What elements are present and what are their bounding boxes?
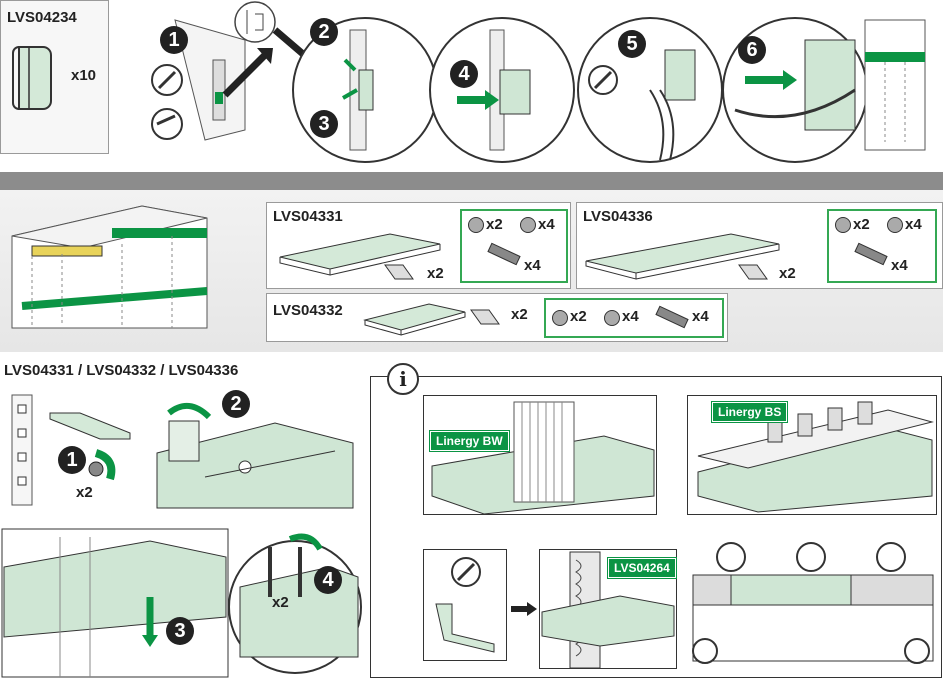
accessory-ref: LVS04331 xyxy=(273,208,343,225)
step-badge: 1 xyxy=(160,26,188,54)
accessory-ref: LVS04332 xyxy=(273,302,343,319)
bracket-qty: x2 xyxy=(779,265,796,282)
clip-icon xyxy=(12,46,52,110)
linergy-bw-detail: Linergy BW xyxy=(423,395,657,515)
part-ref: LVS04234 xyxy=(7,9,77,26)
screw-icon xyxy=(835,217,851,233)
install-step-3-4 xyxy=(0,527,362,680)
shelf-plate-icon xyxy=(279,233,441,276)
part-qty: x10 xyxy=(71,67,97,84)
info-icon: i xyxy=(387,363,419,395)
lvs04264-detail: LVS04264 xyxy=(539,549,677,669)
accessory-card-lvs04336: LVS04336 x2 x2 x4 x4 xyxy=(576,202,943,289)
busbar-bw-illustration xyxy=(431,401,655,515)
busbar-overview xyxy=(691,542,935,665)
step-badge: 2 xyxy=(310,18,338,46)
hardware-box: x2 x4 x4 xyxy=(827,209,937,283)
bolt-icon xyxy=(854,242,888,266)
section-divider xyxy=(0,172,943,190)
shelf-fixing-illustration xyxy=(1,528,362,678)
linergy-bs-detail: Linergy BS xyxy=(687,395,937,515)
arrow-right-icon xyxy=(511,602,537,616)
hw-qty: x4 xyxy=(538,216,555,233)
hw-qty: x2 xyxy=(570,308,587,325)
bracket-icon xyxy=(384,264,414,280)
step-badge: 4 xyxy=(314,566,342,594)
bracket-mount-illustration xyxy=(11,394,131,506)
busbar-bs-illustration xyxy=(697,401,934,513)
plate-tab-fold-illustration xyxy=(156,403,354,509)
bracket-qty: x2 xyxy=(511,306,528,323)
step-badge: 6 xyxy=(738,36,766,64)
linergy-bw-label: Linergy BW xyxy=(429,430,510,452)
lvs04264-label: LVS04264 xyxy=(607,557,677,579)
hw-qty: x4 xyxy=(622,308,639,325)
bolt-icon xyxy=(655,305,689,329)
step-badge: 3 xyxy=(166,617,194,645)
screw-qty: x2 xyxy=(76,484,93,501)
bracket-qty: x2 xyxy=(427,265,444,282)
nut-icon xyxy=(604,310,620,326)
bolt-icon xyxy=(487,242,521,266)
linergy-bs-label: Linergy BS xyxy=(710,401,789,423)
install-step-2 xyxy=(155,393,355,509)
step-badge: 1 xyxy=(58,446,86,474)
bracket-detail xyxy=(423,549,507,661)
enclosure-illustration xyxy=(11,205,208,329)
hardware-box: x2 x4 x4 xyxy=(460,209,568,283)
bracket-icon xyxy=(738,264,768,280)
accessory-card-lvs04331: LVS04331 x2 x2 x4 x4 xyxy=(266,202,571,289)
accessory-card-lvs04332: LVS04332 x2 x2 x4 x4 xyxy=(266,293,728,342)
nut-icon xyxy=(887,217,903,233)
busbar-overview-illustration xyxy=(692,542,934,664)
hw-qty: x2 xyxy=(853,216,870,233)
screw-icon xyxy=(552,310,568,326)
step-badge: 2 xyxy=(222,390,250,418)
hw-qty: x2 xyxy=(486,216,503,233)
step-badge: 4 xyxy=(450,60,478,88)
hw-qty: x4 xyxy=(692,308,709,325)
bolt-qty: x2 xyxy=(272,594,289,611)
part-card-lvs04234: LVS04234 x10 xyxy=(0,0,109,154)
screw-icon xyxy=(468,217,484,233)
hw-qty: x4 xyxy=(524,257,541,274)
hardware-box: x2 x4 x4 xyxy=(544,298,724,338)
shelf-plate-icon xyxy=(585,233,780,280)
bracket-detail-illustration xyxy=(435,557,495,653)
shelf-plate-icon xyxy=(363,303,466,336)
install-heading: LVS04331 / LVS04332 / LVS04336 xyxy=(4,362,239,379)
info-panel: i Linergy BW Linergy BS xyxy=(370,363,942,678)
hw-qty: x4 xyxy=(905,216,922,233)
step-badge: 3 xyxy=(310,110,338,138)
cable-support-illustration xyxy=(541,551,675,669)
hw-qty: x4 xyxy=(891,257,908,274)
clip-install-diagram xyxy=(151,1,926,163)
bracket-icon xyxy=(470,309,500,325)
nut-icon xyxy=(520,217,536,233)
step-badge: 5 xyxy=(618,30,646,58)
accessory-ref: LVS04336 xyxy=(583,208,653,225)
